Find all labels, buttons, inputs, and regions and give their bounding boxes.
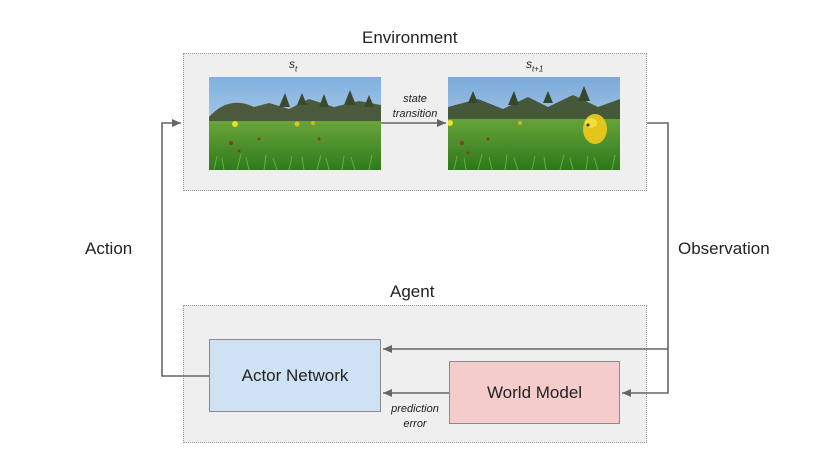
state-transition-label: state transition [384,92,446,122]
state-t-symbol: s [289,57,295,71]
frame-state-t1 [448,77,620,170]
state-transition-line1: state [403,93,427,105]
prediction-error-line2: error [403,418,427,430]
prediction-error-line1: prediction [391,403,439,415]
state-t1-subscript: t+1 [532,64,544,74]
yellow-creature-icon [583,114,607,144]
game-frame-next-scene-image [448,77,620,170]
state-transition-line2: transition [392,108,438,120]
prediction-error-label: prediction error [384,402,446,432]
state-t1-label: st+1 [526,57,543,73]
agent-title: Agent [390,282,435,301]
actor-network-node: Actor Network [209,339,381,412]
state-t1-symbol: s [526,57,532,71]
action-label: Action [85,239,133,258]
observation-label: Observation [678,239,770,258]
game-frame-scene-image [209,77,381,170]
frame-state-t [209,77,381,170]
world-model-node: World Model [449,361,620,424]
state-t-subscript: t [295,64,298,74]
state-t-label: st [289,57,297,73]
environment-title: Environment [362,28,458,47]
